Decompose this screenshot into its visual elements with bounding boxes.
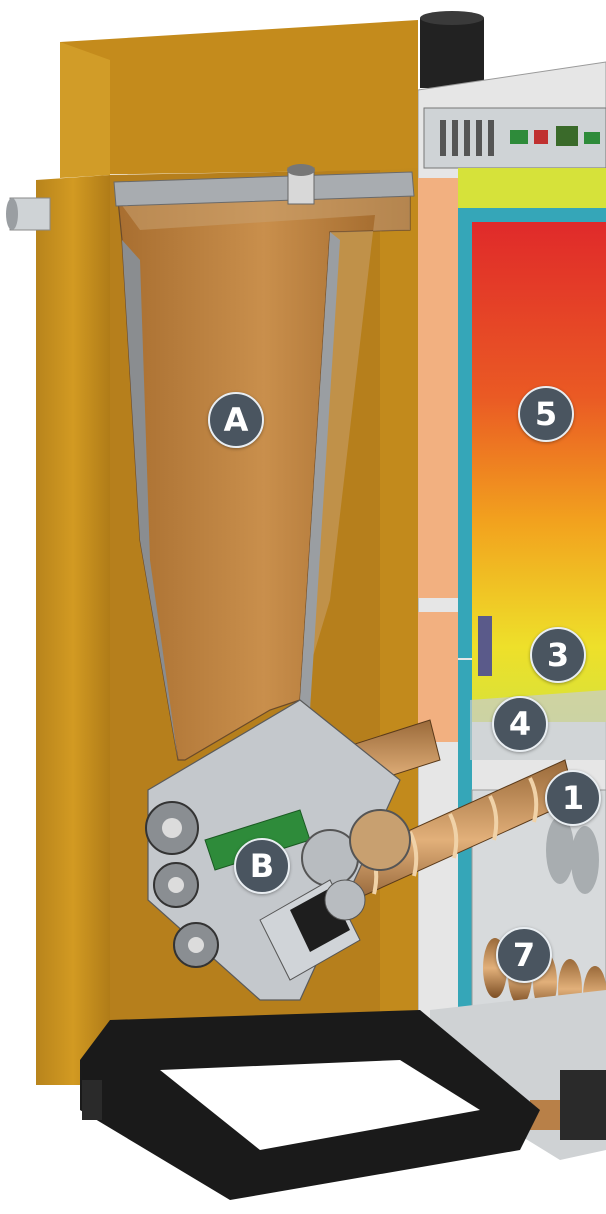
flue-pipe — [420, 11, 484, 88]
label-4: 4 — [492, 696, 548, 752]
label-7-ash-screw: 7 — [496, 927, 552, 983]
label-1-feed-screw: 1 — [545, 770, 601, 826]
support-frame — [80, 1010, 540, 1200]
feed-motor — [259, 879, 366, 981]
drive-gears — [145, 801, 411, 968]
label-b-screw-drive: B — [234, 838, 290, 894]
boiler-body — [417, 61, 606, 1160]
label-a-pellet-hopper: A — [208, 392, 264, 448]
label-5-combustion-chamber: 5 — [518, 386, 574, 442]
label-3: 3 — [530, 627, 586, 683]
